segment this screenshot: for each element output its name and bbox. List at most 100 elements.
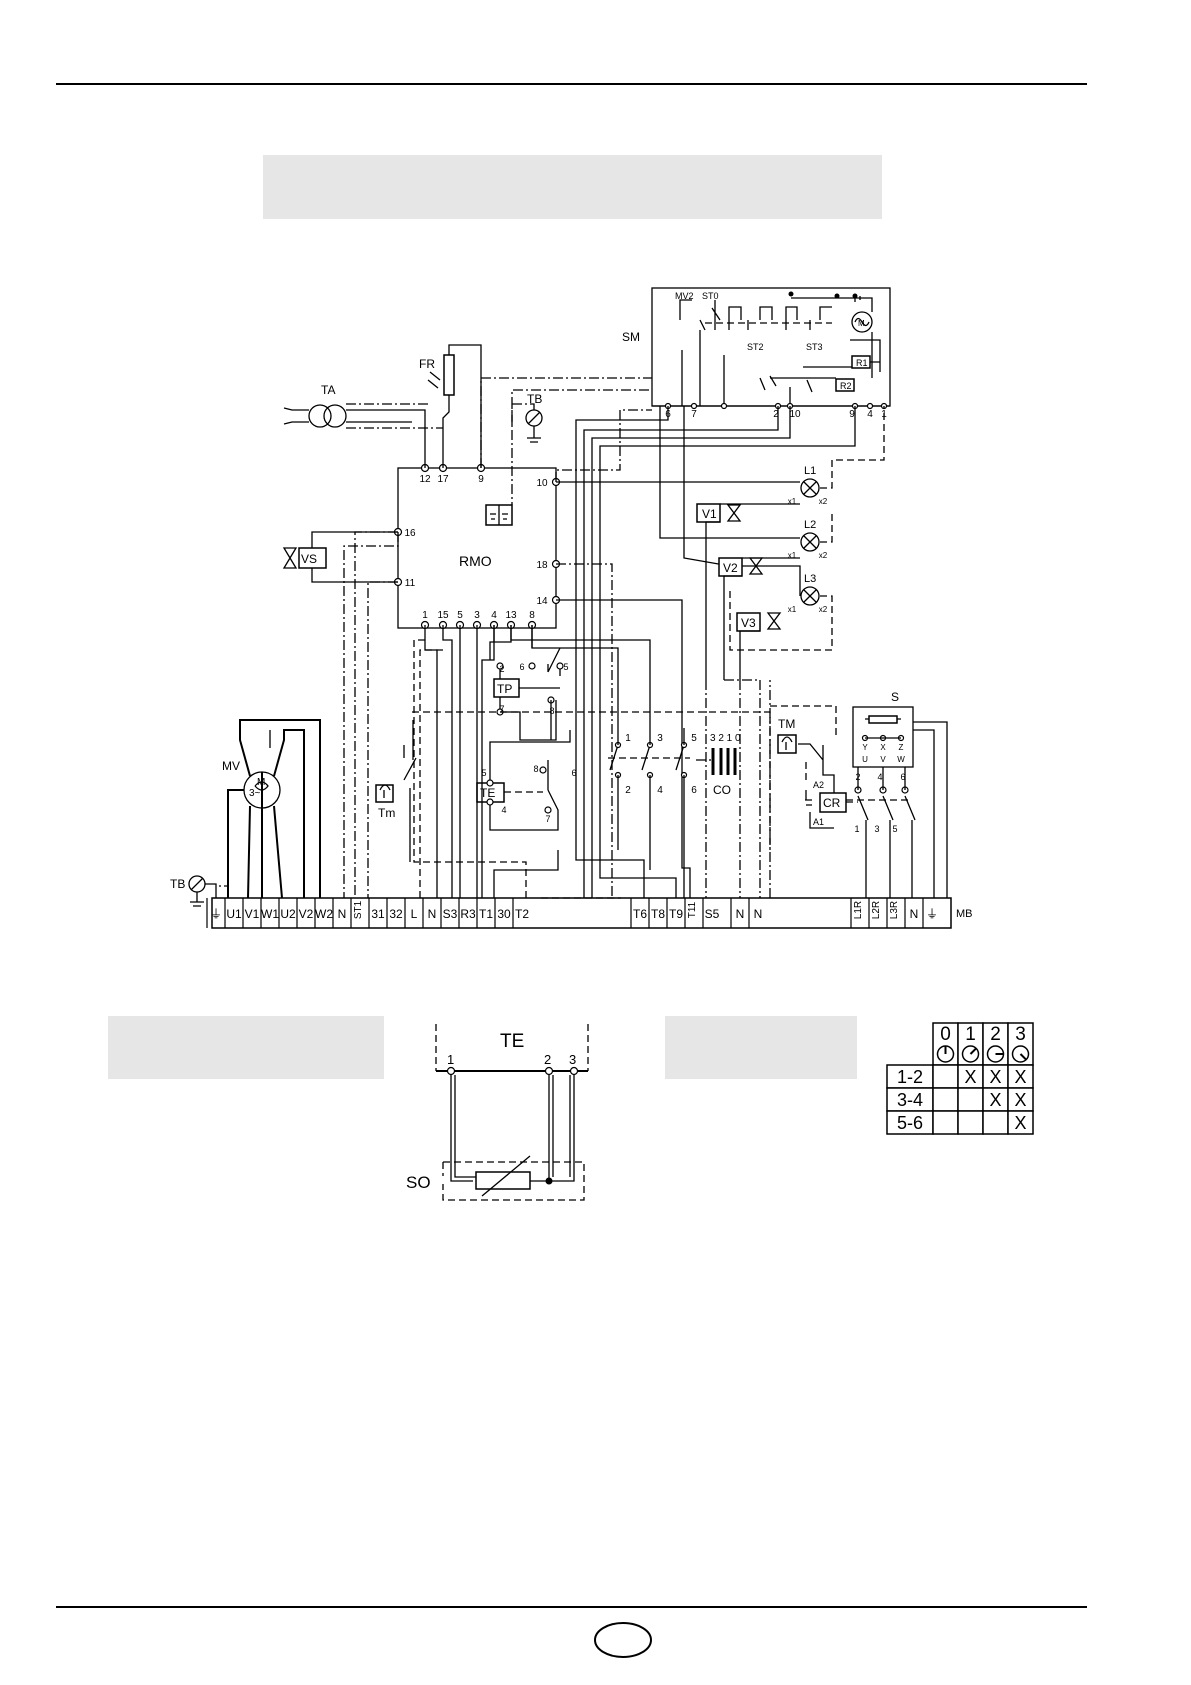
switch-s-letter: W (897, 755, 905, 764)
top-rule (56, 83, 1087, 85)
label-cr: CR (823, 796, 841, 810)
label-v1: V1 (702, 507, 717, 521)
terminal-ST1: ST1 (353, 900, 364, 919)
tp-pin-label: 5 (563, 662, 568, 672)
lamp-pin-label: x2 (819, 551, 828, 560)
terminal-N: N (736, 907, 745, 921)
rmo-right-pin-label: 18 (536, 560, 548, 571)
terminal-⏚: ⏚ (926, 907, 938, 921)
terminal-T6: T6 (633, 907, 647, 921)
sm-r2-box (835, 378, 855, 392)
mv-motor (218, 719, 321, 899)
terminal-U1: U1 (226, 907, 242, 921)
label-tp: TP (497, 682, 512, 696)
terminal-T9: T9 (669, 907, 683, 921)
rmo-bottom-pin-label: 3 (474, 610, 480, 621)
te-thermostat (476, 730, 571, 831)
lamp-pin-label: x2 (819, 605, 828, 614)
table-cell: X (964, 1067, 976, 1087)
rmo-left-pin-label: 16 (404, 528, 416, 539)
rmo-bottom-pin-label: 8 (529, 610, 535, 621)
co-top-pin-label: 5 (691, 733, 697, 744)
label-st3: ST3 (806, 342, 823, 352)
label-s: S (891, 690, 899, 704)
label-tm-small: Tm (378, 806, 395, 820)
label-te: TE (480, 786, 495, 800)
rmo-right-pin-label: 14 (536, 596, 548, 607)
switch-s-bottom-pin: 1 (854, 824, 859, 834)
sm-terminal-label: 1 (881, 409, 887, 420)
switch-s-top-pin: 6 (900, 772, 905, 782)
label-tb-bottom: TB (170, 877, 185, 891)
rmo-bottom-wiring (413, 625, 651, 898)
switch-s-bottom-pin: 5 (892, 824, 897, 834)
sm-terminal-label: 4 (867, 409, 873, 420)
schematic-labels: SM MV2 ST0 ST2 ST3 R1 R2 M FR TA TB RMO … (170, 291, 973, 920)
sm-terminal-label: 6 (665, 409, 671, 420)
rmo-left-pin-label: 11 (405, 578, 416, 589)
terminal-30: 30 (497, 907, 511, 921)
label-fr: FR (419, 357, 435, 371)
label-sm: SM (622, 330, 640, 344)
terminal-T11: T11 (687, 901, 698, 918)
label-ta: TA (321, 383, 335, 397)
label-vs: VS (301, 552, 317, 566)
terminal-T1: T1 (479, 907, 493, 921)
title-band (263, 155, 882, 219)
knob-icon (961, 1045, 980, 1063)
label-tm: TM (778, 717, 795, 731)
sm-block (651, 287, 891, 410)
label-tb-top: TB (527, 392, 542, 406)
lamp-pin-label: x1 (788, 551, 797, 560)
switch-s-letter: V (880, 755, 886, 764)
label-a1: A1 (813, 817, 824, 827)
position-2: 2 (990, 1024, 1001, 1045)
te-detail-title: TE (500, 1031, 524, 1052)
control-loops (343, 377, 652, 898)
terminal-S3: S3 (443, 907, 458, 921)
terminal-⏚: ⏚ (210, 907, 222, 921)
label-co-positions: 3 2 1 0 (710, 733, 741, 744)
label-mv2: MV2 (675, 291, 694, 301)
terminal-V1: V1 (245, 907, 260, 921)
label-a2: A2 (813, 780, 824, 790)
knob-icon (1011, 1045, 1030, 1063)
te-pin-label: 8 (533, 764, 538, 774)
lamp-pin-label: x1 (788, 497, 797, 506)
terminal-U2: U2 (280, 907, 296, 921)
tb-ground-bottom (188, 875, 217, 907)
s-switch (846, 706, 948, 898)
terminal-W1: W1 (261, 907, 279, 921)
label-st2: ST2 (747, 342, 764, 352)
position-3: 3 (1015, 1024, 1026, 1045)
switch-s-letter: Y (862, 743, 868, 752)
switch-s-letter: Z (899, 743, 904, 752)
terminal-V2: V2 (299, 907, 314, 921)
tp-pin-label: 6 (519, 662, 524, 672)
co-switch (412, 711, 771, 898)
lamps-valves (556, 406, 885, 680)
co-top-pin-label: 1 (625, 733, 631, 744)
sm-terminal-label: 2 (773, 409, 779, 420)
rmo-top-pin-label: 9 (478, 474, 484, 485)
switch-s-letter: X (880, 743, 886, 752)
vs-valve (282, 531, 398, 898)
label-l2: L2 (804, 519, 816, 531)
rmo-block (393, 463, 561, 630)
label-motor-m: M (257, 777, 265, 788)
co-bottom-pin-label: 2 (625, 785, 631, 796)
row-label: 3-4 (897, 1090, 923, 1110)
page-marker (594, 1622, 652, 1658)
terminal-R3: R3 (460, 907, 476, 921)
table-cell: X (1014, 1090, 1026, 1110)
fr-sensor (427, 344, 482, 468)
row-label: 1-2 (897, 1067, 923, 1087)
table-cell: X (1014, 1067, 1026, 1087)
terminal-N: N (754, 907, 763, 921)
terminal-N: N (428, 907, 437, 921)
label-co: CO (713, 783, 731, 797)
label-st0: ST0 (702, 291, 719, 301)
switch-s-top-pin: 2 (855, 772, 860, 782)
rmo-bottom-pin-label: 13 (505, 610, 517, 621)
